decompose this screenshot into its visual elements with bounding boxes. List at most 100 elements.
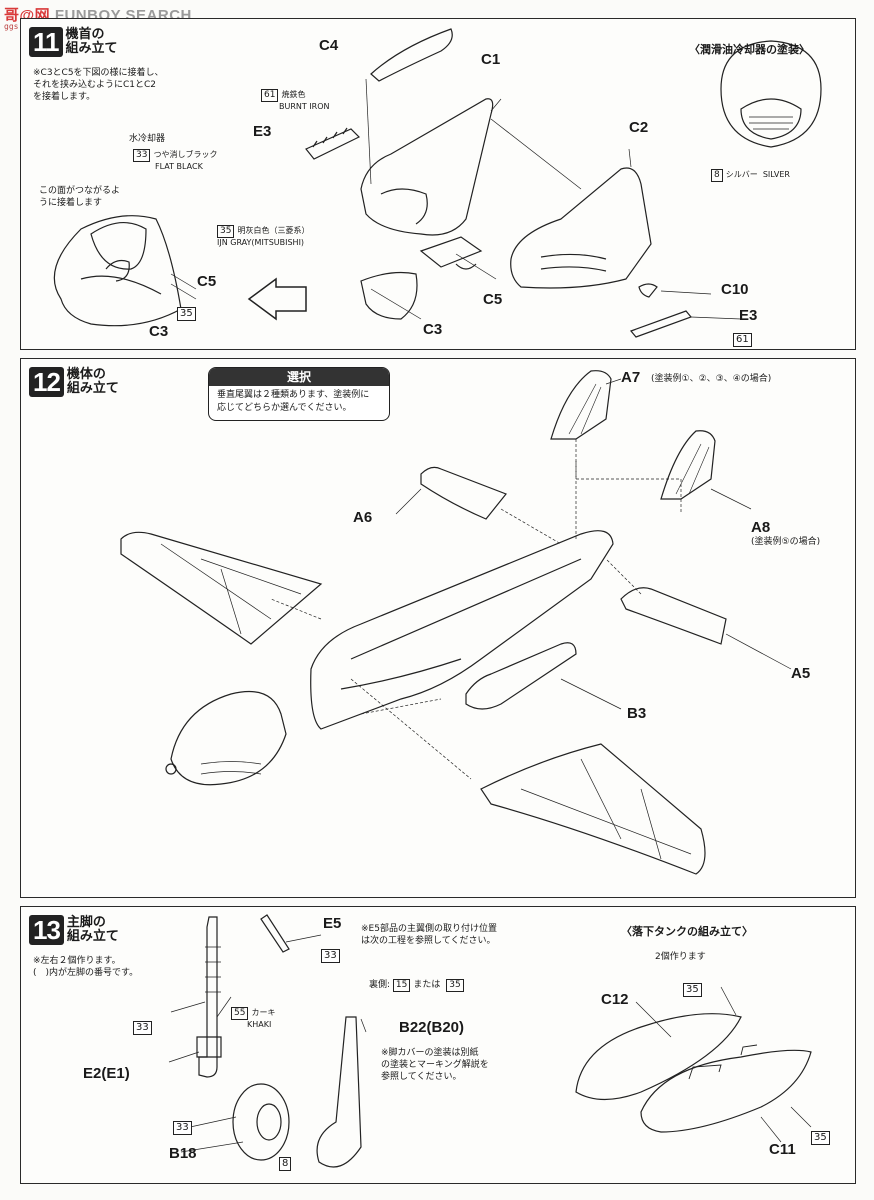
step-12-number: 12 xyxy=(29,367,64,397)
code-8-box: 8 xyxy=(279,1157,292,1171)
landing-gear-strut xyxy=(198,916,218,1078)
part-e3 xyxy=(305,128,361,160)
left-wing xyxy=(120,531,323,645)
label-e5: E5 xyxy=(323,915,342,932)
step-13-number: 13 xyxy=(29,915,64,945)
selection-title: 選択 xyxy=(209,368,389,386)
label-a5: A5 xyxy=(791,665,811,682)
paint-35-jp: 明灰白色（三菱系） xyxy=(237,226,310,235)
part-b3 xyxy=(465,642,577,710)
label-e3: E3 xyxy=(253,123,272,140)
silver-en: SILVER xyxy=(762,170,790,179)
step-11-title-line1: 機首の xyxy=(65,27,105,42)
code-61-box: 61 xyxy=(733,333,752,347)
oil-cooler-title: 〈潤滑油冷却器の塗装〉 xyxy=(689,43,810,56)
code-35-tank-bottom: 35 xyxy=(811,1125,830,1145)
gear-cover-paint-label: 裏側: xyxy=(369,980,391,990)
label-b18: B18 xyxy=(169,1145,197,1162)
label-c5-left: C5 xyxy=(197,273,217,290)
khaki-en: KHAKI xyxy=(247,1020,272,1029)
paint-code-35: 35 xyxy=(446,979,464,992)
paint-code-33: 33 xyxy=(133,149,151,162)
label-e2: E2(E1) xyxy=(83,1065,130,1082)
step-13-note: ※左右２個作ります。 ( )内が左脚の番号です。 xyxy=(33,955,138,979)
label-c5: C5 xyxy=(483,291,503,308)
step-13-note-line: ( )内が左脚の番号です。 xyxy=(33,968,139,978)
step-11-panel: 11 機首の 組み立て ※C3とC5を下図の様に接着し、 それを挟み込むようにC… xyxy=(20,18,856,350)
selection-box: 選択 垂直尾翼は２種類あります、塗装例に 応じてどちらか選んでください。 xyxy=(208,367,390,421)
part-c10 xyxy=(638,283,658,298)
step-13-title-line1: 主脚の xyxy=(66,915,106,930)
callout-code-35: 35 xyxy=(177,301,196,321)
e5-note-line: は次の工程を参照してください。 xyxy=(361,936,496,946)
step-12-title: 機体の 組み立て xyxy=(67,368,119,396)
fuselage xyxy=(310,530,614,730)
paint-61-jp: 焼鉄色 xyxy=(281,90,306,99)
part-a5 xyxy=(620,587,727,645)
code-33-box: 33 xyxy=(133,1021,152,1035)
label-c10: C10 xyxy=(721,281,749,298)
selection-line: 垂直尾翼は２種類あります、塗装例に xyxy=(217,390,370,400)
a7-note: (塗装例①、②、③、④の場合) xyxy=(651,374,772,384)
code-35-tank-top: 35 xyxy=(683,977,702,997)
a8-note: (塗装例⑤の場合) xyxy=(751,537,821,547)
step-11-note-line: を接着します。 xyxy=(33,92,96,102)
step-11-note-line: それを挟み込むようにC1とC2 xyxy=(33,80,157,90)
step-13-panel: 13 主脚の 組み立て ※左右２個作ります。 ( )内が左脚の番号です。 ※E5… xyxy=(20,906,856,1184)
gear-cover-note-line: 参照してください。 xyxy=(381,1072,462,1082)
engine-cowling xyxy=(170,690,287,786)
gear-cover-note: ※脚カバーの塗装は別紙 の塗装とマーキング解説を 参照してください。 xyxy=(381,1047,489,1083)
assembly-arrow xyxy=(247,277,307,321)
code-33-strut: 33 xyxy=(133,1015,152,1035)
code-35-box: 35 xyxy=(683,983,702,997)
step-12-panel: 12 機体の 組み立て 選択 垂直尾翼は２種類あります、塗装例に 応じてどちらか… xyxy=(20,358,856,898)
label-c3-left: C3 xyxy=(149,323,169,340)
silver-jp: シルバー xyxy=(725,170,758,179)
label-a6: A6 xyxy=(353,509,373,526)
label-b3: B3 xyxy=(627,705,647,722)
label-e3-long: E3 xyxy=(739,307,758,324)
step-11-title: 機首の 組み立て xyxy=(66,28,118,56)
paint-61-en: BURNT IRON xyxy=(279,102,330,111)
wheel-b18 xyxy=(232,1083,290,1161)
step-11-diagram xyxy=(53,28,822,338)
paint-code-35: 35 xyxy=(217,225,235,238)
drop-tank-title: 〈落下タンクの組み立て〉 xyxy=(621,925,753,938)
gear-cover-or: または xyxy=(413,980,441,990)
label-c2: C2 xyxy=(629,119,649,136)
selection-body: 垂直尾翼は２種類あります、塗装例に 応じてどちらか選んでください。 xyxy=(209,386,389,420)
e5-note: ※E5部品の主翼側の取り付け位置 は次の工程を参照してください。 xyxy=(361,923,497,947)
paint-code-61: 61 xyxy=(261,89,279,102)
step-13-title-line2: 組み立て xyxy=(66,929,119,944)
c3-c5-assembly xyxy=(53,215,182,327)
code-33-e5: 33 xyxy=(321,943,340,963)
label-c1: C1 xyxy=(481,51,501,68)
label-c3: C3 xyxy=(423,321,443,338)
selection-line: 応じてどちらか選んでください。 xyxy=(217,403,352,413)
radiator-label: 水冷却器 xyxy=(129,134,166,144)
radiator-paint-en: FLAT BLACK xyxy=(155,162,203,171)
label-b22: B22(B20) xyxy=(399,1019,465,1036)
paint-code-8: 8 xyxy=(711,169,723,182)
step-11-note: ※C3とC5を下図の様に接着し、 それを挟み込むようにC1とC2 を接着します。 xyxy=(33,67,164,103)
code-33-box: 33 xyxy=(173,1121,192,1135)
part-a8 xyxy=(660,430,716,500)
paint-code-55: 55 xyxy=(231,1007,249,1020)
step-11-number: 11 xyxy=(29,27,63,57)
code-33-wheel: 33 xyxy=(173,1115,192,1135)
right-wing xyxy=(480,743,706,875)
code-35-box: 35 xyxy=(811,1131,830,1145)
part-a6 xyxy=(420,466,507,520)
surface-note: この面がつながるよ うに接着します xyxy=(39,185,120,209)
code-33-box: 33 xyxy=(321,949,340,963)
step-13-heading: 13 主脚の 組み立て xyxy=(29,915,119,945)
part-c3-small xyxy=(360,271,418,320)
label-a7: A7 xyxy=(621,369,641,386)
drop-tank-note: 2個作ります xyxy=(655,952,706,962)
surface-note-line: うに接着します xyxy=(39,198,103,208)
step-12-title-line1: 機体の xyxy=(66,367,106,382)
